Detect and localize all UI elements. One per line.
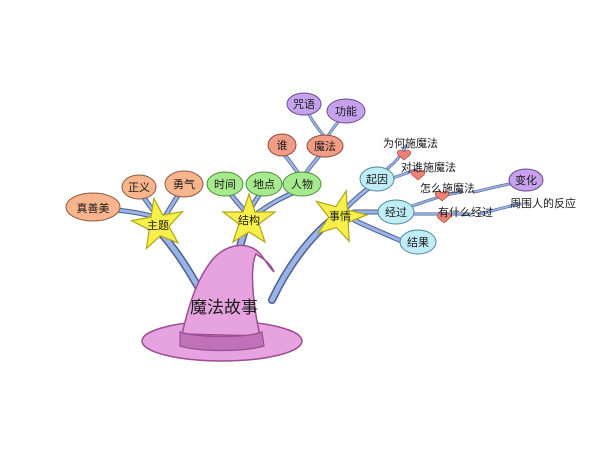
- star-theme-label: 主题: [147, 219, 169, 232]
- label-zen-me[interactable]: 怎么施魔法: [420, 181, 475, 195]
- node-zheng-yi[interactable]: 正义: [121, 174, 157, 200]
- heart-icons: [396, 149, 452, 224]
- svg-text:正义: 正义: [128, 181, 150, 194]
- star-structure[interactable]: 结构: [221, 192, 277, 244]
- svg-text:起因: 起因: [366, 173, 388, 186]
- svg-text:魔法: 魔法: [314, 139, 336, 153]
- node-gong-neng[interactable]: 功能: [326, 98, 366, 124]
- svg-text:真善美: 真善美: [77, 201, 110, 215]
- node-zhou-yu[interactable]: 咒语: [286, 92, 322, 116]
- svg-text:功能: 功能: [335, 104, 357, 118]
- svg-text:勇气: 勇气: [173, 177, 195, 191]
- node-qi-yin[interactable]: 起因: [359, 166, 395, 192]
- svg-text:结果: 结果: [407, 236, 429, 249]
- svg-text:变化: 变化: [515, 173, 537, 187]
- node-yong-qi[interactable]: 勇气: [164, 170, 204, 198]
- svg-text:人物: 人物: [291, 177, 313, 191]
- label-zhou-wei[interactable]: 周围人的反应: [510, 196, 576, 210]
- heart-icon: [436, 212, 452, 224]
- branch-fills: [94, 107, 521, 303]
- svg-text:谁: 谁: [277, 139, 288, 152]
- star-events[interactable]: 事情: [309, 184, 372, 244]
- node-jing-guo[interactable]: 经过: [377, 199, 415, 225]
- node-mo-fa[interactable]: 魔法: [306, 134, 344, 158]
- node-di-dian[interactable]: 地点: [245, 171, 283, 197]
- branch-outlines: [93, 106, 522, 304]
- heart-icon: [396, 149, 412, 161]
- witch-hat-icon: 魔法故事: [141, 244, 303, 362]
- heart-icon: [434, 190, 450, 202]
- node-jie-guo[interactable]: 结果: [399, 229, 437, 255]
- central-title: 魔法故事: [190, 298, 258, 318]
- label-you-shen-me[interactable]: 有什么经过: [438, 205, 493, 219]
- svg-text:经过: 经过: [385, 206, 407, 219]
- branch-lines: [93, 106, 522, 304]
- star-structure-label: 结构: [238, 213, 260, 227]
- node-zhen-shan-mei[interactable]: 真善美: [65, 192, 121, 222]
- svg-text:地点: 地点: [253, 178, 275, 191]
- label-wei-he[interactable]: 为何施魔法: [383, 136, 438, 150]
- svg-text:时间: 时间: [214, 178, 236, 191]
- node-shi-jian[interactable]: 时间: [206, 171, 244, 197]
- node-ren-wu[interactable]: 人物: [282, 171, 322, 197]
- star-theme[interactable]: 主题: [128, 194, 188, 250]
- svg-text:咒语: 咒语: [293, 98, 315, 111]
- node-bian-hua[interactable]: 变化: [508, 168, 544, 192]
- node-shui[interactable]: 谁: [267, 133, 297, 157]
- heart-icon: [410, 169, 426, 181]
- star-events-label: 事情: [329, 210, 351, 223]
- label-dui-shui[interactable]: 对谁施魔法: [401, 160, 456, 174]
